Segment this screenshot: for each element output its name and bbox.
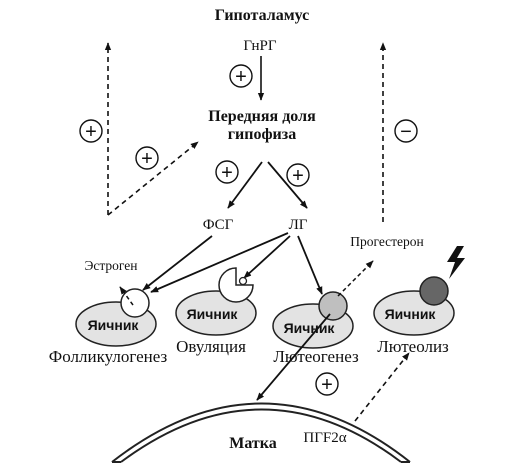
uterus-label: Матка	[229, 435, 277, 452]
pituitary-label-line2: гипофиза	[228, 126, 296, 143]
folliculogenesis-caption: Фолликулогенез	[49, 347, 168, 366]
plus-sign-gnrh: +	[229, 64, 253, 88]
estrogen-label: Эстроген	[84, 258, 137, 273]
pgf2a-to-ovary-arrow	[354, 352, 410, 422]
ovary-4-label: Яичник	[385, 306, 437, 322]
pgf2a-label: ПГF2α	[303, 430, 346, 446]
hypothalamus-label: Гипоталамус	[215, 7, 309, 24]
plus-sign-estrogen-pituitary: +	[135, 146, 159, 170]
ovary-luteolysis: Яичник	[373, 276, 455, 336]
luteogenesis-caption: Лютеогенез	[273, 347, 359, 366]
estrogen-to-pituitary-arrow	[107, 141, 199, 216]
fsh-to-ovary1-arrow	[142, 235, 213, 291]
svg-text:−: −	[400, 121, 412, 143]
ovary-2-label: Яичник	[187, 306, 239, 322]
pituitary-to-lh-arrow	[267, 161, 308, 209]
uterus-arc-outer	[111, 402, 411, 463]
svg-text:+: +	[221, 162, 233, 184]
estrogen-release-arrow	[119, 286, 134, 306]
progesterone-label: Прогестерон	[350, 234, 424, 249]
lh-to-ovary2-arrow	[243, 235, 291, 279]
plus-sign-estrogen-hypothalamus: +	[79, 119, 103, 143]
svg-text:+: +	[141, 148, 153, 170]
pituitary-label-line1: Передняя доля	[208, 108, 316, 125]
lightning-icon	[447, 246, 465, 279]
ovary-3-label: Яичник	[284, 320, 336, 336]
luteolysis-caption: Лютеолиз	[377, 337, 449, 356]
plus-sign-fsh: +	[215, 160, 239, 184]
gnrh-label: ГнРГ	[243, 38, 276, 54]
plus-sign-lh: +	[286, 163, 310, 187]
plus-sign-uterus: +	[315, 372, 339, 396]
uterus-arc-inner	[120, 408, 402, 463]
ovary-1-label: Яичник	[88, 317, 140, 333]
ovary-luteogenesis: Яичник	[272, 291, 354, 349]
progesterone-release-arrow	[337, 260, 374, 297]
lh-to-ovary3-arrow	[297, 235, 323, 295]
pituitary-to-fsh-arrow	[227, 161, 263, 209]
ovary-to-uterus-arrow	[256, 313, 331, 401]
svg-text:+: +	[235, 66, 247, 88]
ovulation-caption: Овуляция	[176, 337, 246, 356]
svg-text:+: +	[292, 165, 304, 187]
fsh-label: ФСГ	[203, 217, 234, 233]
ovary-ovulation: Яичник	[175, 267, 257, 336]
lh-to-ovary1-arrow	[150, 232, 289, 293]
minus-sign-progesterone: −	[394, 119, 418, 143]
lh-label: ЛГ	[289, 217, 308, 233]
svg-text:+: +	[321, 374, 333, 396]
svg-text:+: +	[85, 121, 97, 143]
ovary-follicle: Яичник	[75, 288, 157, 347]
